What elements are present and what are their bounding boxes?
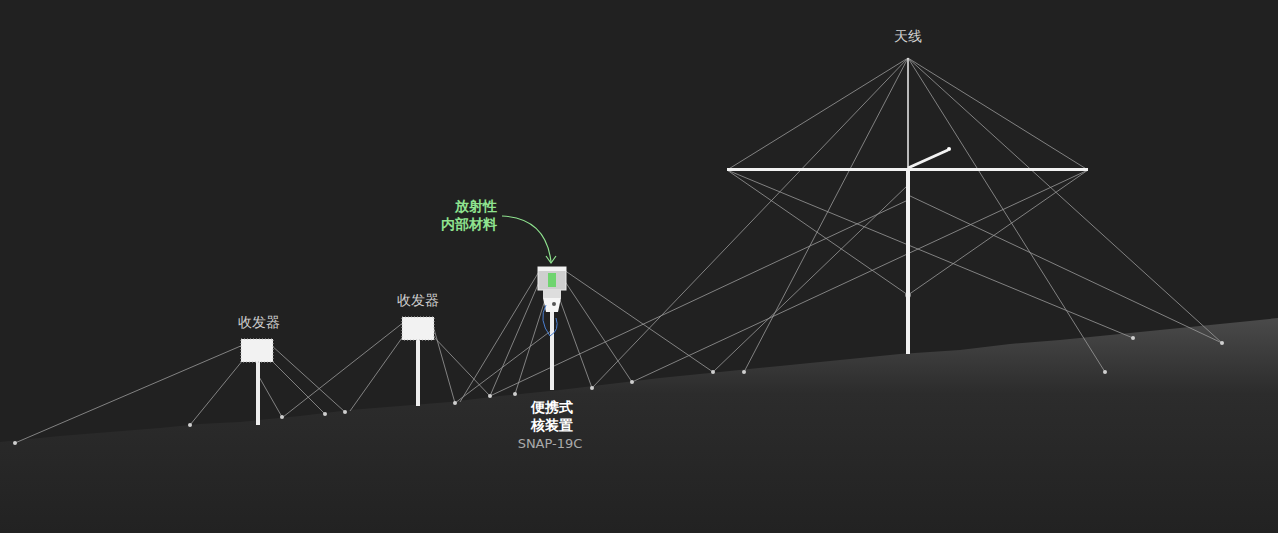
part-label: 收发器 <box>238 313 280 331</box>
callout-label: 放射性 内部材料 <box>440 197 497 233</box>
anchor-dots <box>13 292 1224 445</box>
part-label: 便携式 核装置 <box>530 398 575 434</box>
nuclear-device <box>538 267 566 390</box>
antenna <box>727 58 1088 354</box>
part-label: 收发器 <box>397 291 439 309</box>
callout-arrow <box>502 216 556 263</box>
transceiver <box>241 339 273 425</box>
guy-wires <box>15 58 1222 443</box>
ground <box>0 318 1278 533</box>
part-label: 天线 <box>894 27 922 45</box>
model-label: SNAP-19C <box>518 436 583 453</box>
transceiver <box>402 317 434 406</box>
